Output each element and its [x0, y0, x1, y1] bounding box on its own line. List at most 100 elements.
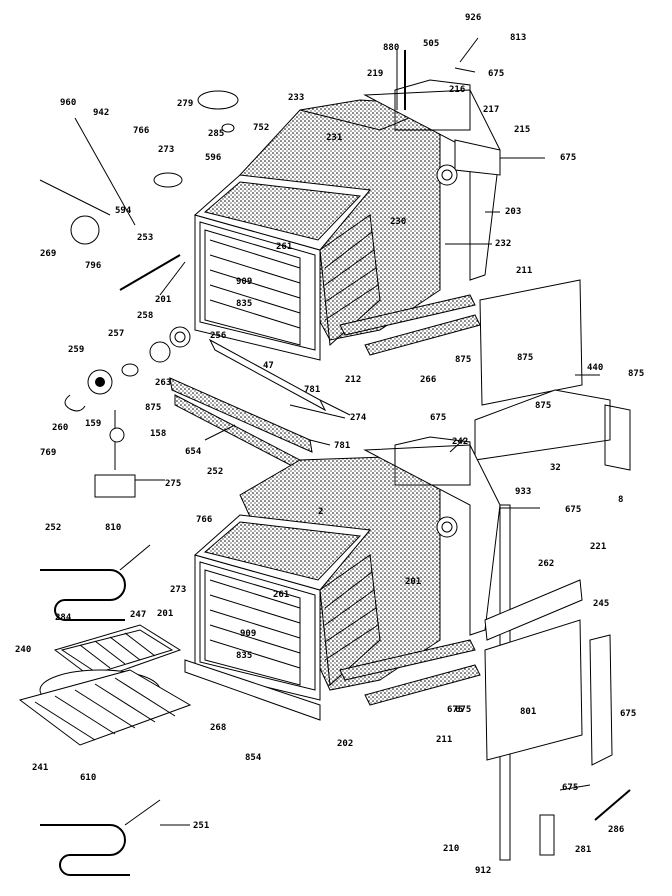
part-label: 880 [383, 43, 399, 53]
part-label: 766 [133, 126, 149, 136]
part-label: 505 [423, 39, 439, 49]
part-label: 241 [32, 763, 48, 773]
part-label: 769 [40, 448, 56, 458]
part-label: 440 [587, 363, 603, 373]
part-label: 813 [510, 33, 526, 43]
part-label: 211 [436, 735, 452, 745]
part-label: 675 [455, 705, 471, 715]
part-label: 909 [240, 629, 256, 639]
part-label: 211 [516, 266, 532, 276]
part-label: 216 [449, 85, 465, 95]
part-label: 752 [253, 123, 269, 133]
part-label: 279 [177, 99, 193, 109]
part-label: 675 [488, 69, 504, 79]
upper-oven-cavity [193, 50, 501, 361]
part-label: 217 [483, 105, 499, 115]
part-label: 854 [245, 753, 262, 763]
part-label: 240 [15, 645, 31, 655]
part-label: 261 [273, 590, 289, 600]
part-label: 242 [452, 437, 468, 447]
part-label: 262 [538, 559, 554, 569]
part-label: 210 [443, 844, 459, 854]
part-label: 247 [130, 610, 146, 620]
part-label: 245 [593, 599, 609, 609]
part-label: 796 [85, 261, 101, 271]
part-label: 215 [514, 125, 530, 135]
part-label: 286 [608, 825, 624, 835]
part-label: 260 [52, 423, 68, 433]
part-label: 268 [210, 723, 226, 733]
part-labels: 926 813 880 505 675 219 216 217 215 675 … [15, 13, 644, 876]
part-label: 781 [304, 385, 320, 395]
part-label: 258 [137, 311, 153, 321]
lower-oven-cavity [184, 436, 501, 721]
part-label: 233 [288, 93, 304, 103]
part-label: 2 [318, 507, 323, 517]
part-label: 675 [565, 505, 581, 515]
part-label: 675 [447, 705, 463, 715]
part-label: 835 [236, 651, 252, 661]
part-label: 269 [40, 249, 56, 259]
part-label: 201 [405, 577, 421, 587]
part-label: 47 [263, 361, 274, 371]
part-label: 766 [196, 515, 212, 525]
part-label: 232 [495, 239, 511, 249]
part-label: 251 [193, 821, 209, 831]
part-label: 675 [620, 709, 636, 719]
part-label: 263 [155, 378, 171, 388]
part-label: 219 [367, 69, 383, 79]
part-label: 201 [155, 295, 171, 305]
part-label: 202 [337, 739, 353, 749]
leader-lines [135, 37, 600, 826]
part-label: 273 [158, 145, 174, 155]
part-label: 273 [170, 585, 186, 595]
part-label: 221 [590, 542, 606, 552]
part-label: 835 [236, 299, 252, 309]
part-label: 960 [60, 98, 76, 108]
part-label: 8 [618, 495, 623, 505]
part-label: 875 [145, 403, 161, 413]
part-label: 212 [345, 375, 361, 385]
part-label: 875 [517, 353, 533, 363]
part-label: 675 [430, 413, 446, 423]
part-label: 810 [105, 523, 121, 533]
part-label: 281 [575, 845, 591, 855]
part-label: 875 [455, 355, 471, 365]
part-label: 875 [535, 401, 551, 411]
part-label: 203 [505, 207, 521, 217]
part-label: 252 [45, 523, 61, 533]
lower-right-panels [484, 504, 631, 861]
part-label: 159 [85, 419, 101, 429]
part-label: 266 [420, 375, 436, 385]
part-label: 231 [326, 133, 342, 143]
part-label: 933 [515, 487, 531, 497]
part-label: 32 [550, 463, 561, 473]
part-label: 801 [520, 707, 536, 717]
part-label: 259 [68, 345, 84, 355]
upper-right-panels [474, 279, 631, 471]
part-label: 675 [560, 153, 576, 163]
part-label: 909 [236, 277, 252, 287]
part-label: 875 [628, 369, 644, 379]
part-label: 596 [205, 153, 221, 163]
upper-left-parts [39, 90, 239, 412]
lower-left-parts [18, 544, 192, 876]
part-label: 781 [334, 441, 350, 451]
part-label: 256 [210, 331, 226, 341]
part-label: 654 [185, 447, 202, 457]
part-label: 285 [208, 129, 224, 139]
part-label: 275 [165, 479, 181, 489]
part-label: 201 [157, 609, 173, 619]
part-label: 675 [562, 783, 578, 793]
part-label: 158 [150, 429, 166, 439]
part-label: 252 [207, 467, 223, 477]
part-label: 942 [93, 108, 109, 118]
part-label: 274 [350, 413, 367, 423]
part-label: 253 [137, 233, 153, 243]
part-label: 284 [55, 613, 72, 623]
part-label: 261 [276, 242, 292, 252]
part-label: 594 [115, 206, 132, 216]
part-label: 912 [475, 866, 491, 876]
part-label: 230 [390, 217, 406, 227]
